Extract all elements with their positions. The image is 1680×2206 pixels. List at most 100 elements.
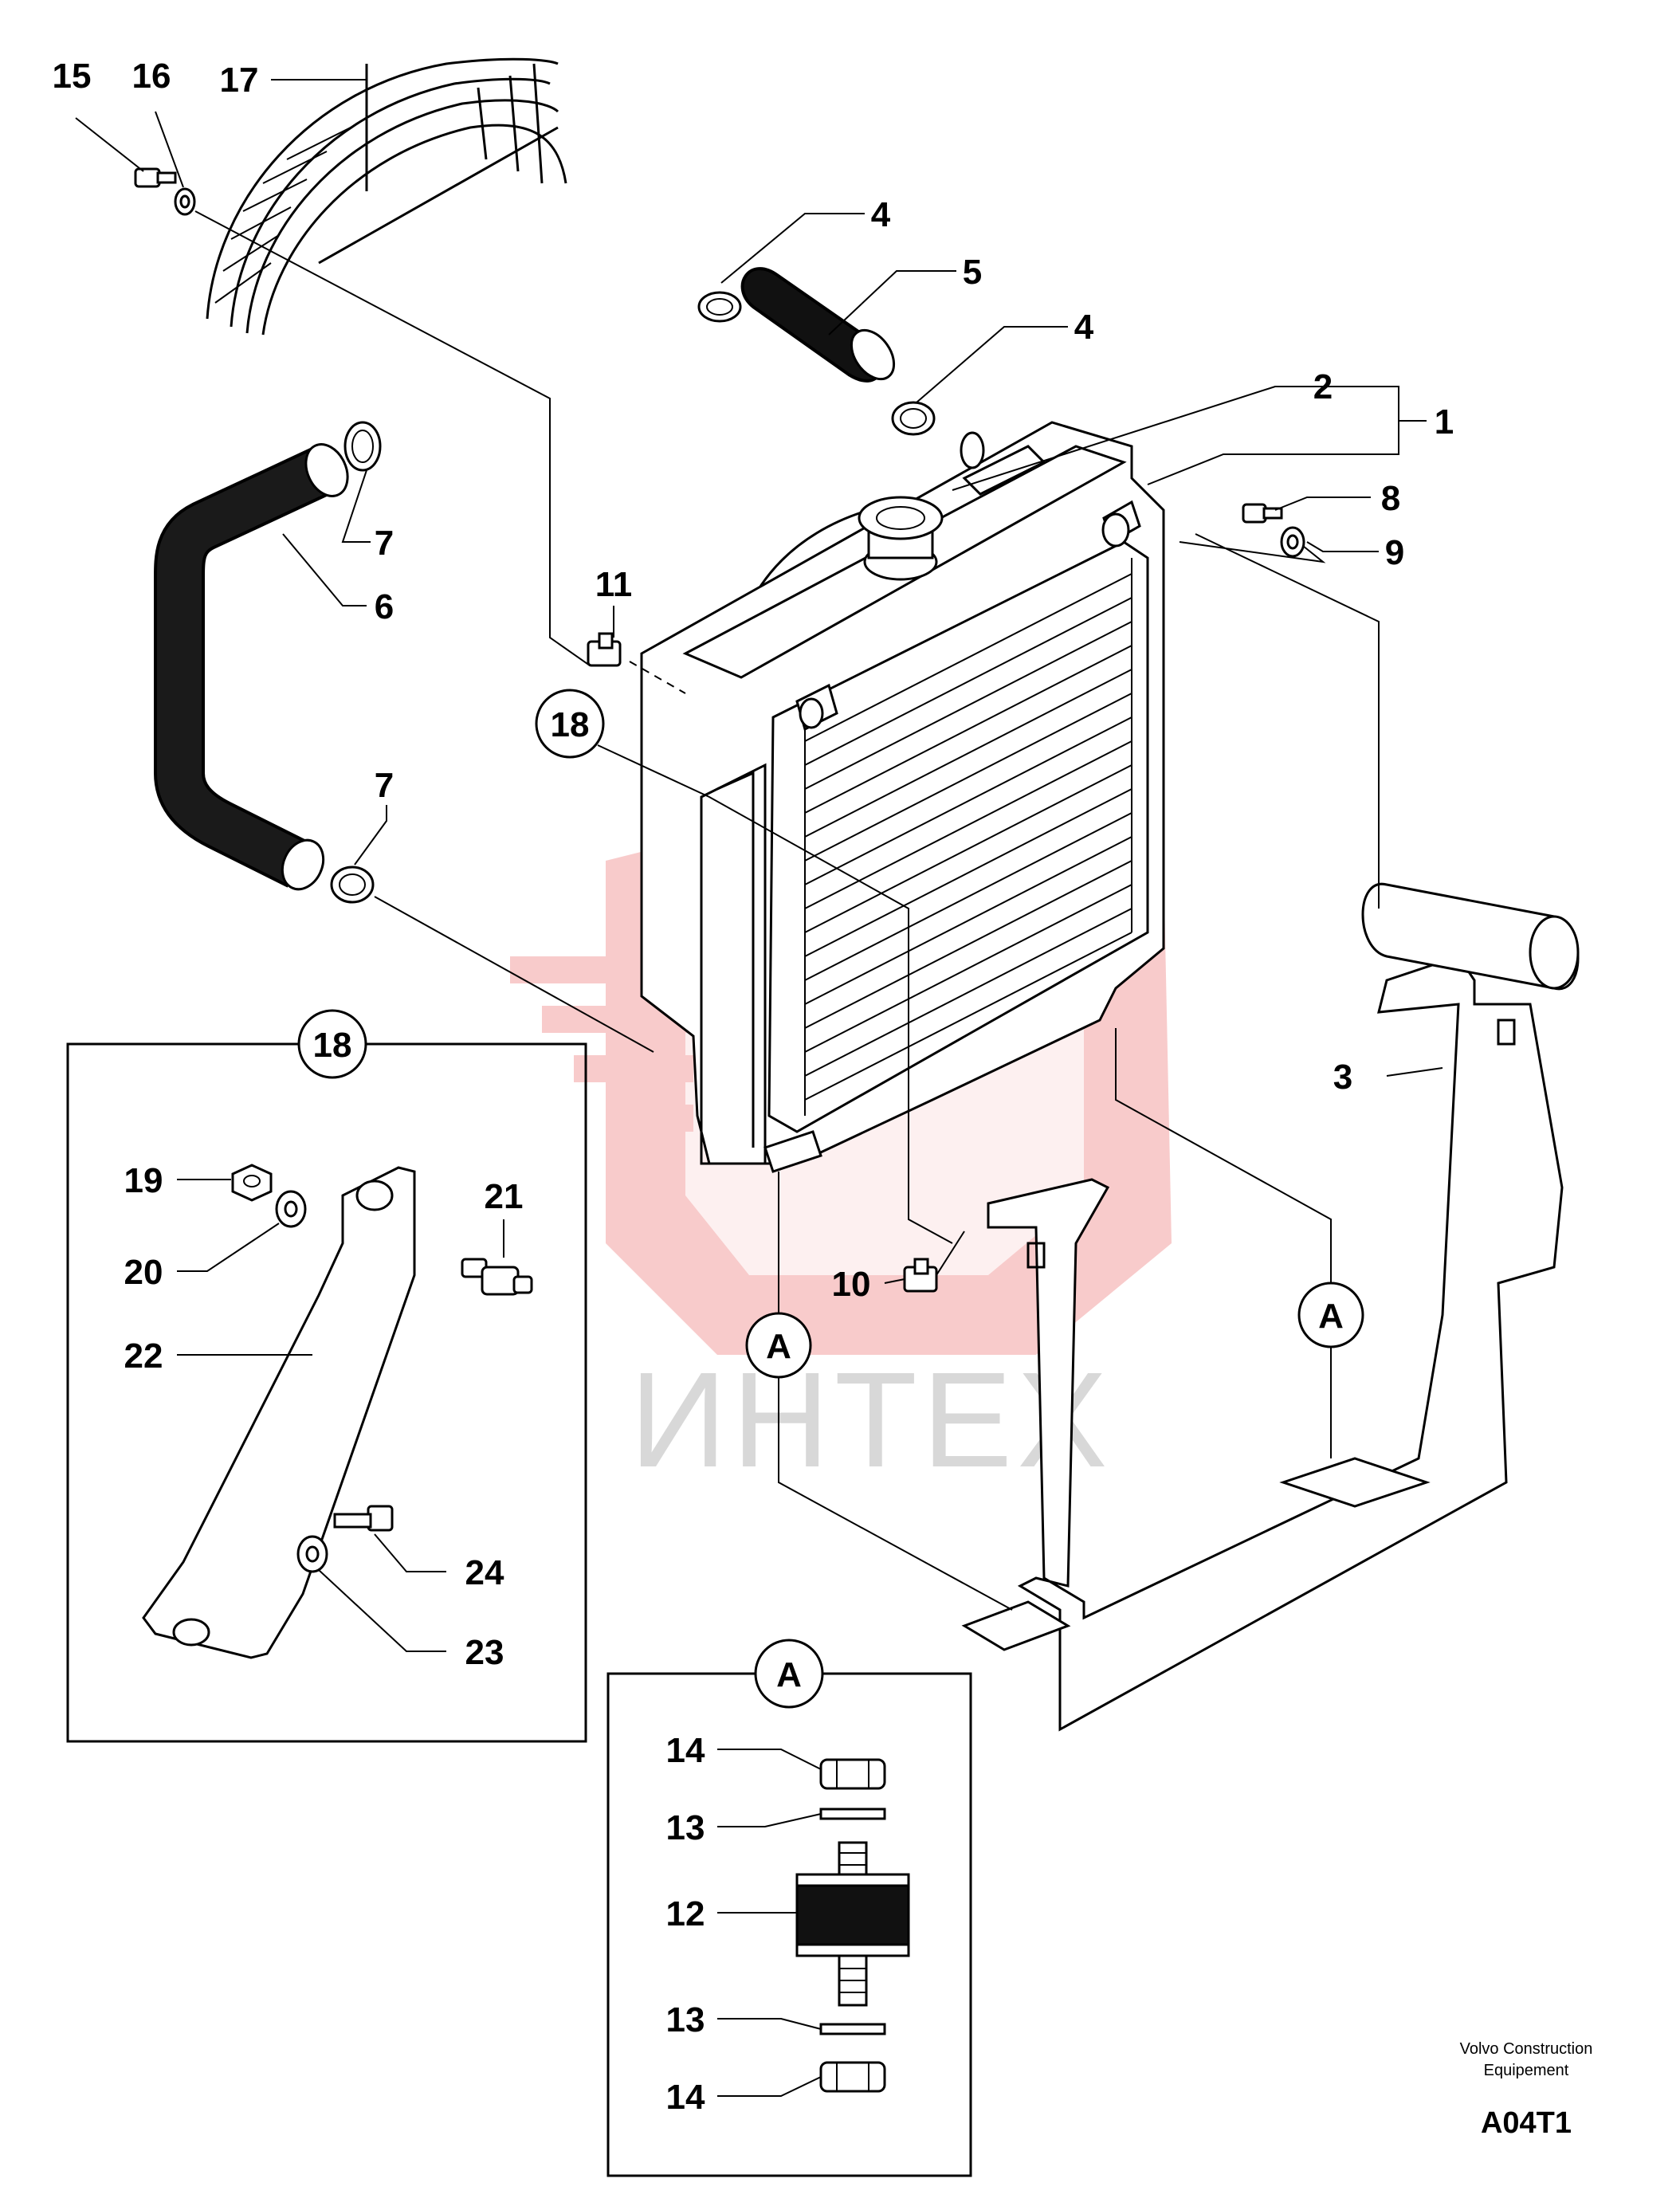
leader-10 bbox=[884, 1278, 905, 1284]
callout-12: 12 bbox=[666, 1894, 705, 1933]
leader-13-top bbox=[717, 1813, 822, 1827]
ref-circle-18-main: 18 bbox=[535, 689, 605, 759]
callout-14-top: 14 bbox=[666, 1731, 705, 1770]
washer-23 bbox=[296, 1535, 328, 1573]
svg-text:A: A bbox=[1318, 1297, 1344, 1336]
leader-1-lower bbox=[1147, 453, 1395, 485]
leader-15 bbox=[75, 117, 144, 172]
leader-20 bbox=[177, 1223, 280, 1272]
radiator-assembly bbox=[640, 421, 1165, 1173]
radiator-cap bbox=[858, 496, 944, 581]
leader-9 bbox=[1306, 541, 1379, 552]
leader-7-lower bbox=[354, 805, 387, 866]
hose-5 bbox=[740, 267, 896, 383]
assembly-line-a-left bbox=[778, 1172, 1013, 1611]
manufacturer-line-2: Equipement bbox=[1484, 2062, 1569, 2079]
callout-13-top: 13 bbox=[666, 1808, 705, 1847]
svg-text:A: A bbox=[776, 1655, 802, 1694]
washer-16 bbox=[174, 187, 196, 216]
svg-text:18: 18 bbox=[313, 1026, 352, 1065]
nut-14-bottom bbox=[819, 2061, 886, 2093]
radiator-core-fins bbox=[804, 558, 1132, 1116]
callout-24: 24 bbox=[465, 1553, 504, 1592]
callout-4-lower: 4 bbox=[1074, 308, 1094, 347]
callout-23: 23 bbox=[465, 1633, 504, 1672]
callout-11: 11 bbox=[595, 565, 633, 604]
callout-3: 3 bbox=[1333, 1058, 1352, 1097]
callout-8: 8 bbox=[1381, 479, 1400, 518]
callout-2: 2 bbox=[1313, 367, 1333, 406]
leader-3 bbox=[1386, 1067, 1443, 1077]
callout-5: 5 bbox=[963, 253, 982, 292]
ref-circle-a-box: A bbox=[754, 1639, 824, 1709]
leader-5 bbox=[828, 270, 956, 336]
assembly-line-16 bbox=[194, 210, 591, 666]
callout-10: 10 bbox=[832, 1265, 871, 1304]
leader-16 bbox=[155, 111, 184, 188]
ref-circle-18-box: 18 bbox=[297, 1009, 367, 1079]
callout-21: 21 bbox=[485, 1177, 524, 1216]
assembly-line-18 bbox=[597, 744, 953, 1244]
clamp-7-upper bbox=[343, 421, 382, 472]
ref-circle-a-right: A bbox=[1297, 1282, 1364, 1348]
bolt-24 bbox=[333, 1505, 394, 1532]
assembly-line-11 bbox=[629, 661, 686, 694]
bracket-1 bbox=[1379, 386, 1427, 455]
watermark-text: ИНТЕХ bbox=[630, 1344, 1113, 1496]
callout-1: 1 bbox=[1435, 402, 1454, 442]
leader-8 bbox=[1274, 497, 1371, 511]
detail-box-a bbox=[606, 1672, 972, 2177]
hose-6 bbox=[154, 443, 349, 891]
callout-20: 20 bbox=[124, 1253, 163, 1292]
leader-14-bottom bbox=[717, 2076, 822, 2097]
callout-15: 15 bbox=[53, 57, 92, 96]
callout-14-bottom: 14 bbox=[666, 2078, 705, 2117]
leader-7-upper bbox=[341, 469, 371, 543]
leader-14-top bbox=[717, 1749, 822, 1770]
bolt-15 bbox=[134, 167, 177, 188]
stay-22 bbox=[142, 1166, 416, 1659]
support-frame-3 bbox=[961, 882, 1580, 1732]
nut-19 bbox=[231, 1164, 273, 1202]
drawing-code: A04T1 bbox=[1481, 2106, 1572, 2140]
callout-9: 9 bbox=[1385, 533, 1404, 572]
leader-23 bbox=[318, 1569, 446, 1652]
stud-21 bbox=[461, 1258, 533, 1296]
leader-4-lower bbox=[916, 326, 1068, 403]
svg-text:A: A bbox=[766, 1327, 791, 1366]
manufacturer-line-1: Volvo Construction bbox=[1460, 2040, 1593, 2058]
leader-13-bottom bbox=[717, 2018, 822, 2030]
bolt-8 bbox=[1242, 503, 1283, 524]
callout-19: 19 bbox=[124, 1161, 163, 1200]
clamp-4-upper bbox=[697, 291, 742, 323]
callout-4-upper: 4 bbox=[871, 195, 891, 234]
leader-4-upper bbox=[720, 213, 865, 284]
frame-guide-line-2 bbox=[1115, 1028, 1332, 1291]
leader-2 bbox=[952, 386, 1379, 491]
clamp-4-lower bbox=[891, 401, 936, 436]
callout-13-bottom: 13 bbox=[666, 2000, 705, 2039]
svg-text:18: 18 bbox=[551, 705, 590, 744]
leader-6 bbox=[282, 533, 367, 606]
frame-guide-line bbox=[1195, 533, 1380, 909]
washer-9 bbox=[1280, 526, 1305, 558]
washer-13-bottom bbox=[819, 2023, 886, 2035]
callout-17: 17 bbox=[220, 61, 259, 100]
fan-guard-17 bbox=[206, 57, 567, 336]
callout-6: 6 bbox=[375, 587, 394, 626]
callout-7-upper: 7 bbox=[375, 524, 394, 563]
clamp-7-lower bbox=[330, 866, 375, 904]
assembly-line-7 bbox=[374, 896, 654, 1053]
nut-14-top bbox=[819, 1758, 886, 1790]
leader-24 bbox=[374, 1533, 446, 1572]
assembly-line-10 bbox=[936, 1231, 965, 1276]
ref-circle-a-left: A bbox=[745, 1312, 812, 1379]
rubber-mount-12 bbox=[795, 1841, 910, 2007]
washer-20 bbox=[275, 1190, 307, 1228]
callout-22: 22 bbox=[124, 1337, 163, 1376]
callout-7-lower: 7 bbox=[375, 766, 394, 805]
washer-13-top bbox=[819, 1808, 886, 1820]
clip-nut-11 bbox=[587, 632, 622, 667]
callout-16: 16 bbox=[132, 57, 171, 96]
